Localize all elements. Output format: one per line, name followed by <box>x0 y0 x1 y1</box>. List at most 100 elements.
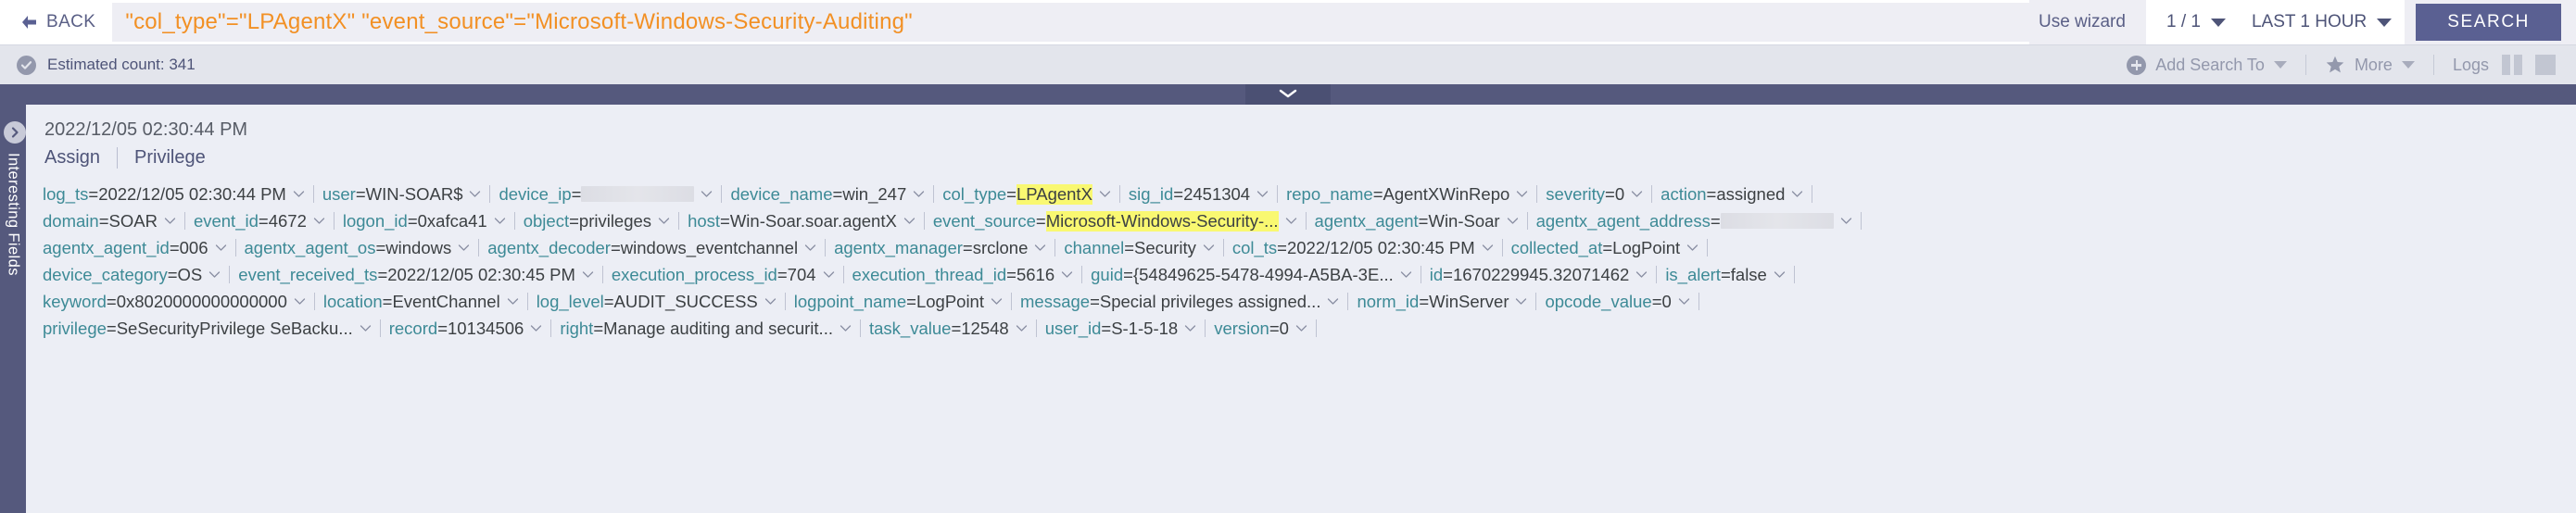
field-opcode_value[interactable]: opcode_value=0 <box>1545 292 1697 312</box>
chevron-down-icon[interactable] <box>764 297 777 306</box>
chevron-down-icon[interactable] <box>360 324 372 332</box>
chevron-down-icon[interactable] <box>1686 244 1698 252</box>
chevron-down-icon[interactable] <box>1184 324 1196 332</box>
field-agentx_agent_address[interactable]: agentx_agent_address= <box>1536 211 1860 231</box>
field-message[interactable]: message=Special privileges assigned... <box>1020 292 1346 312</box>
time-range-selector[interactable]: LAST 1 HOUR <box>2238 0 2406 44</box>
field-task_value[interactable]: task_value=12548 <box>869 319 1035 339</box>
field-norm_id[interactable]: norm_id=WinServer <box>1357 292 1534 312</box>
chevron-down-icon[interactable] <box>1099 190 1111 198</box>
field-severity[interactable]: severity=0 <box>1546 184 1650 205</box>
field-record[interactable]: record=10134506 <box>389 319 550 339</box>
chevron-down-icon[interactable] <box>507 297 519 306</box>
field-domain[interactable]: domain=SOAR <box>43 211 183 231</box>
field-id[interactable]: id=1670229945.32071462 <box>1430 265 1656 285</box>
chevron-down-icon[interactable] <box>1774 270 1786 279</box>
field-guid[interactable]: guid={54849625-5478-4994-A5BA-3E... <box>1091 265 1420 285</box>
field-agentx_decoder[interactable]: agentx_decoder=windows_eventchannel <box>487 238 824 258</box>
chevron-down-icon[interactable] <box>530 324 542 332</box>
chevron-down-icon[interactable] <box>469 190 481 198</box>
field-device_name[interactable]: device_name=win_247 <box>730 184 932 205</box>
chevron-down-icon[interactable] <box>840 324 852 332</box>
chevron-down-icon[interactable] <box>208 270 221 279</box>
field-logpoint_name[interactable]: logpoint_name=LogPoint <box>794 292 1010 312</box>
field-agentx_agent_id[interactable]: agentx_agent_id=006 <box>43 238 234 258</box>
field-sig_id[interactable]: sig_id=2451304 <box>1129 184 1276 205</box>
field-action[interactable]: action=assigned <box>1661 184 1811 205</box>
field-is_alert[interactable]: is_alert=false <box>1665 265 1793 285</box>
field-device_category[interactable]: device_category=OS <box>43 265 228 285</box>
chevron-down-icon[interactable] <box>1327 297 1339 306</box>
chevron-down-icon[interactable] <box>215 244 227 252</box>
chevron-down-icon[interactable] <box>164 217 176 225</box>
chevron-down-icon[interactable] <box>658 217 670 225</box>
back-button[interactable]: BACK <box>0 0 112 44</box>
chevron-down-icon[interactable] <box>1203 244 1215 252</box>
chevron-down-icon[interactable] <box>1034 244 1046 252</box>
field-privilege[interactable]: privilege=SeSecurityPrivilege SeBacku... <box>43 319 379 339</box>
chevron-down-icon[interactable] <box>804 244 816 252</box>
chevron-down-icon[interactable] <box>294 297 306 306</box>
chevron-down-icon[interactable] <box>701 190 713 198</box>
field-agentx_agent[interactable]: agentx_agent=Win-Soar <box>1315 211 1526 231</box>
chevron-down-icon[interactable] <box>1631 190 1643 198</box>
add-search-to-button[interactable]: Add Search To <box>2108 45 2305 85</box>
field-log_ts[interactable]: log_ts=2022/12/05 02:30:44 PM <box>43 184 312 205</box>
split-view-icon[interactable] <box>2502 55 2522 75</box>
field-execution_process_id[interactable]: execution_process_id=704 <box>612 265 842 285</box>
chevron-down-icon[interactable] <box>458 244 470 252</box>
field-event_source[interactable]: event_source=Microsoft-Windows-Security-… <box>933 210 1305 231</box>
field-logon_id[interactable]: logon_id=0xafca41 <box>343 211 513 231</box>
chevron-down-icon[interactable] <box>494 217 506 225</box>
field-agentx_manager[interactable]: agentx_manager=srclone <box>834 238 1054 258</box>
chevron-down-icon[interactable] <box>1482 244 1494 252</box>
field-object[interactable]: object=privileges <box>524 211 677 231</box>
chevron-down-icon[interactable] <box>913 190 925 198</box>
chevron-down-icon[interactable] <box>1295 324 1307 332</box>
chevron-down-icon[interactable] <box>582 270 594 279</box>
field-device_ip[interactable]: device_ip= <box>499 184 720 205</box>
chevron-down-icon[interactable] <box>1840 217 1852 225</box>
chevron-down-icon[interactable] <box>1256 190 1269 198</box>
chevron-down-icon[interactable] <box>991 297 1003 306</box>
chevron-down-icon[interactable] <box>1507 217 1519 225</box>
field-host[interactable]: host=Win-Soar.soar.agentX <box>688 211 923 231</box>
field-event_received_ts[interactable]: event_received_ts=2022/12/05 02:30:45 PM <box>238 265 601 285</box>
field-channel[interactable]: channel=Security <box>1064 238 1221 258</box>
field-log_level[interactable]: log_level=AUDIT_SUCCESS <box>537 292 784 312</box>
field-event_id[interactable]: event_id=4672 <box>194 211 333 231</box>
field-location[interactable]: location=EventChannel <box>323 292 526 312</box>
chevron-down-icon[interactable] <box>1016 324 1028 332</box>
field-keyword[interactable]: keyword=0x8020000000000000 <box>43 292 313 312</box>
more-button[interactable]: More <box>2306 45 2433 85</box>
search-query-input[interactable]: "col_type"="LPAgentX" "event_source"="Mi… <box>112 3 2029 42</box>
field-version[interactable]: version=0 <box>1214 319 1315 339</box>
chevron-down-icon[interactable] <box>1791 190 1803 198</box>
interesting-fields-rail[interactable]: Interesting Fields <box>0 105 26 513</box>
chevron-down-icon[interactable] <box>1516 190 1528 198</box>
field-col_ts[interactable]: col_ts=2022/12/05 02:30:45 PM <box>1232 238 1501 258</box>
chevron-down-icon[interactable] <box>1400 270 1412 279</box>
search-button[interactable]: SEARCH <box>2416 4 2561 41</box>
page-selector[interactable]: 1 / 1 <box>2145 0 2239 44</box>
chevron-down-icon[interactable] <box>823 270 835 279</box>
chevron-down-icon[interactable] <box>903 217 915 225</box>
logs-label[interactable]: Logs <box>2452 55 2489 74</box>
single-view-icon[interactable] <box>2535 55 2556 75</box>
expand-rail-button[interactable] <box>4 121 26 144</box>
field-right[interactable]: right=Manage auditing and securit... <box>560 319 859 339</box>
chevron-down-icon[interactable] <box>1515 297 1527 306</box>
field-user_id[interactable]: user_id=S-1-5-18 <box>1045 319 1204 339</box>
field-agentx_agent_os[interactable]: agentx_agent_os=windows <box>245 238 478 258</box>
use-wizard-link[interactable]: Use wizard <box>2038 12 2126 31</box>
chevron-down-icon[interactable] <box>293 190 305 198</box>
chevron-down-icon[interactable] <box>313 217 325 225</box>
event-tag[interactable]: Assign <box>44 147 101 168</box>
chevron-down-icon[interactable] <box>1061 270 1073 279</box>
field-user[interactable]: user=WIN-SOAR$ <box>322 184 489 205</box>
field-col_type[interactable]: col_type=LPAgentX <box>942 183 1118 205</box>
event-tag[interactable]: Privilege <box>117 147 222 169</box>
chevron-down-icon[interactable] <box>1678 297 1690 306</box>
field-repo_name[interactable]: repo_name=AgentXWinRepo <box>1286 184 1535 205</box>
collapse-toggle-button[interactable] <box>1245 84 1331 105</box>
